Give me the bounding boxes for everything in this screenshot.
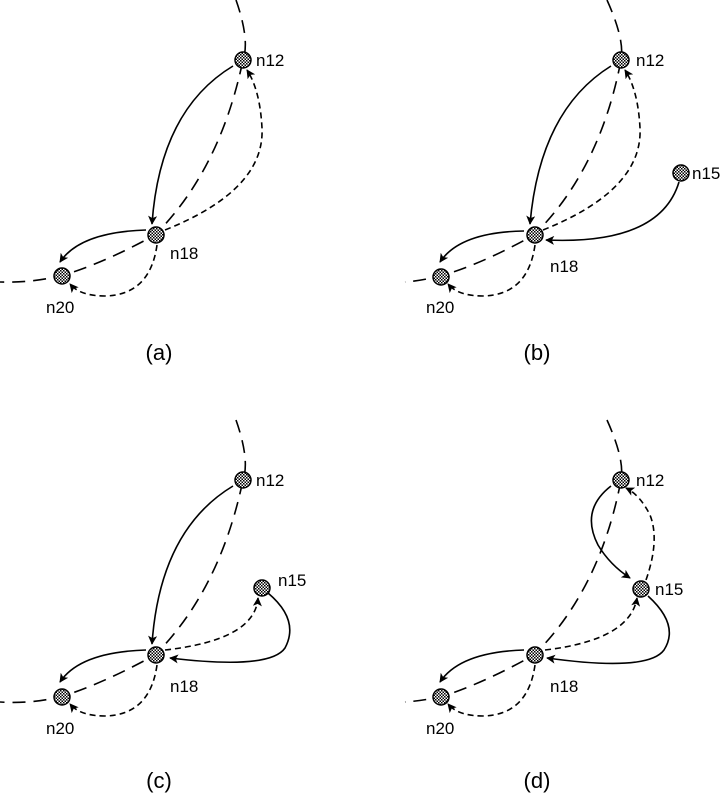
solid-edge-n15-n18 (545, 181, 680, 245)
solid-edge-n12-n18 (526, 65, 612, 225)
ring-arc (0, 0, 247, 283)
node-n20 (53, 267, 71, 285)
dashed-edge-n18-n12 (542, 69, 641, 231)
dashed-edge-n18-n20 (69, 244, 158, 297)
solid-edge-n18-n20 (59, 649, 147, 683)
node-label-n12: n12 (256, 51, 284, 70)
ring-arc (404, 419, 623, 703)
dashed-edge-n18-n20 (69, 664, 158, 717)
dashed-edge-n18-n20 (447, 244, 536, 297)
solid-edge-n15-n18 (546, 595, 671, 665)
panel-c: n12 n15 n18 n20 (c) (0, 419, 306, 793)
node-label-n20: n20 (426, 719, 454, 738)
node-n12 (234, 51, 252, 69)
panel-caption-a: (a) (146, 340, 173, 365)
node-n18 (147, 226, 165, 244)
node-n12 (612, 471, 630, 489)
node-n15 (672, 164, 690, 182)
node-label-n20: n20 (46, 298, 74, 317)
node-n20 (53, 688, 71, 706)
node-n12 (234, 471, 252, 489)
node-n15 (632, 580, 650, 598)
panel-caption-d: (d) (524, 768, 551, 793)
node-n18 (526, 226, 544, 244)
node-label-n18: n18 (170, 244, 198, 263)
node-label-n20: n20 (426, 298, 454, 317)
node-n18 (147, 646, 165, 664)
panel-caption-c: (c) (146, 768, 172, 793)
panel-b: n12 n15 n18 n20 (b) (404, 0, 720, 365)
ring-arc (0, 419, 247, 704)
node-label-n18: n18 (170, 677, 198, 696)
panel-d: n12 n15 n18 n20 (d) (404, 419, 683, 793)
dashed-edge-n18-n15 (544, 597, 641, 651)
dashed-edge-n15-n12 (625, 487, 655, 581)
node-label-n15: n15 (655, 580, 683, 599)
node-label-n20: n20 (46, 719, 74, 738)
node-n18 (526, 646, 544, 664)
dashed-edge-n18-n12 (164, 69, 263, 231)
node-n20 (432, 268, 450, 286)
node-label-n18: n18 (550, 257, 578, 276)
node-label-n15: n15 (278, 571, 306, 590)
dashed-edge-n18-n20 (447, 664, 536, 717)
node-n12 (612, 51, 630, 69)
solid-edge-n12-n15 (590, 485, 631, 579)
dashed-edge-n18-n15 (164, 597, 262, 651)
node-n20 (432, 688, 450, 706)
solid-edge-n18-n20 (439, 230, 525, 263)
node-label-n15: n15 (692, 164, 720, 183)
solid-edge-n18-n20 (439, 649, 525, 683)
panel-a: n12 n18 n20 (a) (0, 0, 284, 365)
solid-edge-n15-n18 (169, 592, 291, 664)
node-label-n18: n18 (550, 677, 578, 696)
solid-edge-n18-n20 (59, 229, 147, 263)
node-label-n12: n12 (636, 51, 664, 70)
panel-caption-b: (b) (524, 340, 551, 365)
solid-edge-n12-n18 (148, 485, 234, 645)
node-label-n12: n12 (636, 471, 664, 490)
solid-edge-n12-n18 (148, 65, 234, 225)
node-n15 (253, 579, 271, 597)
node-label-n12: n12 (256, 471, 284, 490)
